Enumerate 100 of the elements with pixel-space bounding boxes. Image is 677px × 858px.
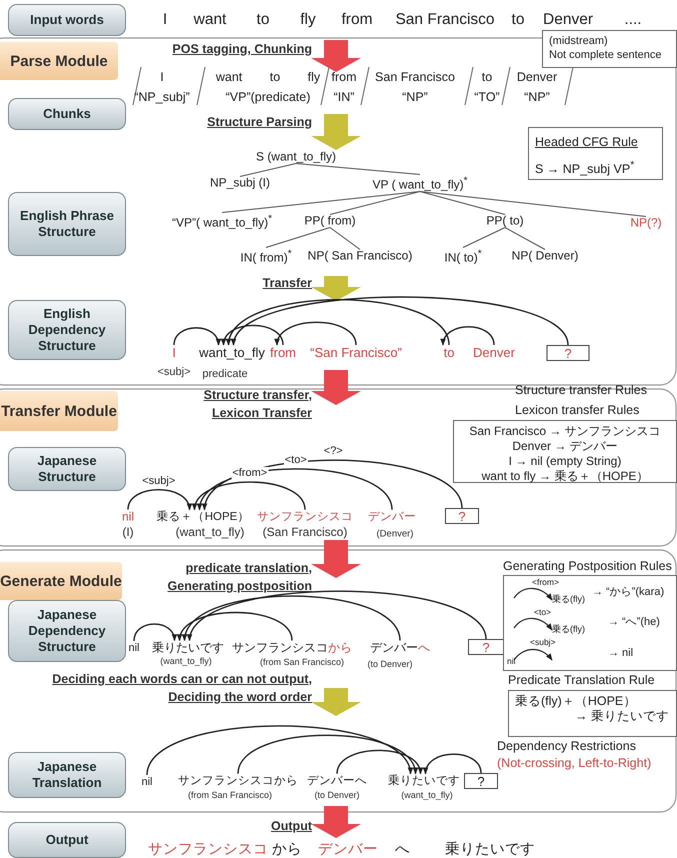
- dependency-arc: [173, 327, 220, 346]
- dependency-arc: [133, 623, 176, 642]
- edge-label: <?>: [322, 445, 344, 457]
- arc-label: <to>: [534, 607, 552, 618]
- rule-text: → “へ”(he): [608, 615, 660, 629]
- word-label: want_to_fly: [199, 345, 265, 361]
- tree-branch: [330, 227, 360, 250]
- chunk-label: Denver: [516, 70, 558, 84]
- gloss-label: (from San Francisco): [260, 657, 344, 667]
- step-label: Transfer: [262, 275, 312, 292]
- module-label: Transfer Module: [0, 391, 118, 431]
- module-label: Generate Module: [0, 562, 122, 600]
- step-label: Structure transfer, Lexicon Transfer: [202, 387, 312, 422]
- edge-label: <subj>: [141, 474, 176, 487]
- gloss-label: (to Denver): [368, 659, 412, 669]
- rule-heading: Headed CFG Rule: [535, 135, 639, 150]
- module-label: Parse Module: [0, 42, 118, 80]
- tree-branch: [296, 163, 420, 175]
- chunk-label: want to fly: [216, 70, 320, 84]
- stage-box: Output: [8, 822, 126, 858]
- dependency-arc: [127, 489, 192, 510]
- edge-label: <from>: [231, 467, 268, 480]
- word-label: デンバーへ: [307, 774, 367, 788]
- chunk-label: “VP”(predicate): [226, 90, 310, 104]
- output-word: へ: [395, 840, 410, 858]
- chunk-label: from: [332, 70, 356, 84]
- output-word: デンバー: [318, 840, 378, 858]
- rule-heading: Generating Postposition Rules: [503, 558, 673, 575]
- gloss-label: predicate: [202, 368, 248, 380]
- dependency-arc: [232, 296, 569, 346]
- word-label: nil: [128, 641, 140, 655]
- word-label: デンバー: [368, 510, 416, 524]
- dependency-arc: [228, 299, 450, 346]
- chunk-label: to: [482, 70, 492, 84]
- chunk-label: “NP”: [402, 90, 428, 104]
- rule-heading: Lexicon transfer Rules: [514, 402, 640, 419]
- step-label: Output: [271, 818, 312, 835]
- chunk-label: “NP”: [524, 90, 550, 104]
- arc-label: <subj>: [530, 637, 556, 648]
- input-word: ....: [624, 11, 642, 29]
- rule-text: Denver → デンバー: [511, 439, 619, 454]
- step-label: predicate translation, Generating postposition: [166, 560, 312, 596]
- rule-text: 乗る(fly): [552, 623, 585, 635]
- stage-box: Chunks: [8, 98, 126, 130]
- phrase-label: IN( from)$^{*}$: [240, 246, 292, 266]
- gloss-label: (San Francisco): [262, 525, 348, 539]
- word-label: “San Francisco”: [310, 345, 402, 361]
- rule-text: (midstream): [549, 34, 609, 48]
- dependency-arc: [336, 750, 422, 774]
- input-word: want: [194, 11, 226, 29]
- particle-label: から: [328, 640, 352, 654]
- output-word: サンフランシスコ: [148, 840, 268, 858]
- particle-label: へ: [418, 640, 430, 654]
- output-word: から: [272, 840, 302, 858]
- phrase-label: NP( Denver): [512, 248, 578, 264]
- phrase-label: IN( to)$^{*}$: [444, 246, 482, 266]
- gloss-label: (want_to_fly): [176, 525, 244, 539]
- gloss-label: (want_to_fly): [160, 656, 212, 666]
- word-label: from: [270, 345, 296, 361]
- rule-text: I → nil (empty String): [508, 454, 622, 469]
- rule-text: 乗る(fly): [552, 593, 585, 605]
- input-word: fly: [300, 11, 316, 29]
- phrase-label: S (want_to_fly): [256, 150, 336, 164]
- word-label: Denver: [473, 345, 515, 361]
- tree-branch: [504, 227, 546, 250]
- arc-label: <from>: [532, 577, 559, 588]
- chunk-label: “NP_subj”: [134, 90, 190, 104]
- tree-branch: [462, 227, 506, 248]
- word-label: サンフランシスコから: [178, 774, 298, 788]
- word-label: サンフランシスコ: [232, 640, 328, 654]
- input-word: to: [512, 11, 524, 29]
- chunk-label: I: [160, 70, 164, 84]
- gloss-label: (to Denver): [314, 790, 360, 800]
- chunk-label: San Francisco: [375, 70, 455, 84]
- phrase-label: PP( to): [486, 214, 524, 228]
- tree-branch: [420, 191, 506, 215]
- gloss-label: (from San Francisco): [188, 790, 272, 800]
- input-word: I: [162, 11, 168, 29]
- dependency-arc: [146, 725, 412, 776]
- dependency-arc: [441, 326, 495, 346]
- phrase-label: NP_subj (I): [210, 176, 270, 190]
- step-label: Deciding each words can or can not output, Deciding the word order: [51, 671, 312, 706]
- placeholder-box: ?: [445, 508, 479, 524]
- dependency-arc: [178, 612, 293, 642]
- output-word: 乗りたいです: [445, 840, 535, 858]
- gloss-label: <subj>: [157, 366, 191, 378]
- placeholder-box: ?: [464, 773, 498, 789]
- note-text: Dependency Restrictions: [497, 739, 636, 753]
- input-word: San Francisco: [395, 11, 495, 29]
- rule-text: San Francisco → サンフランシスコ: [468, 424, 662, 439]
- input-word: Denver: [543, 11, 593, 29]
- rule-text: → “から”(kara): [592, 585, 664, 599]
- phrase-label: “VP”( want_to_fly)$^{*}$: [172, 212, 272, 230]
- rule-text: → 乗りたいです: [574, 709, 670, 724]
- phrase-label: VP ( want_to_fly)$^{*}$: [372, 174, 468, 192]
- phrase-label: PP( from): [304, 214, 356, 228]
- word-label: 乗りたいです: [152, 640, 224, 656]
- word-label: 乗る＋（HOPE）: [156, 510, 250, 524]
- phrase-label: NP( San Francisco): [308, 248, 412, 264]
- chunk-label: “IN”: [334, 90, 354, 104]
